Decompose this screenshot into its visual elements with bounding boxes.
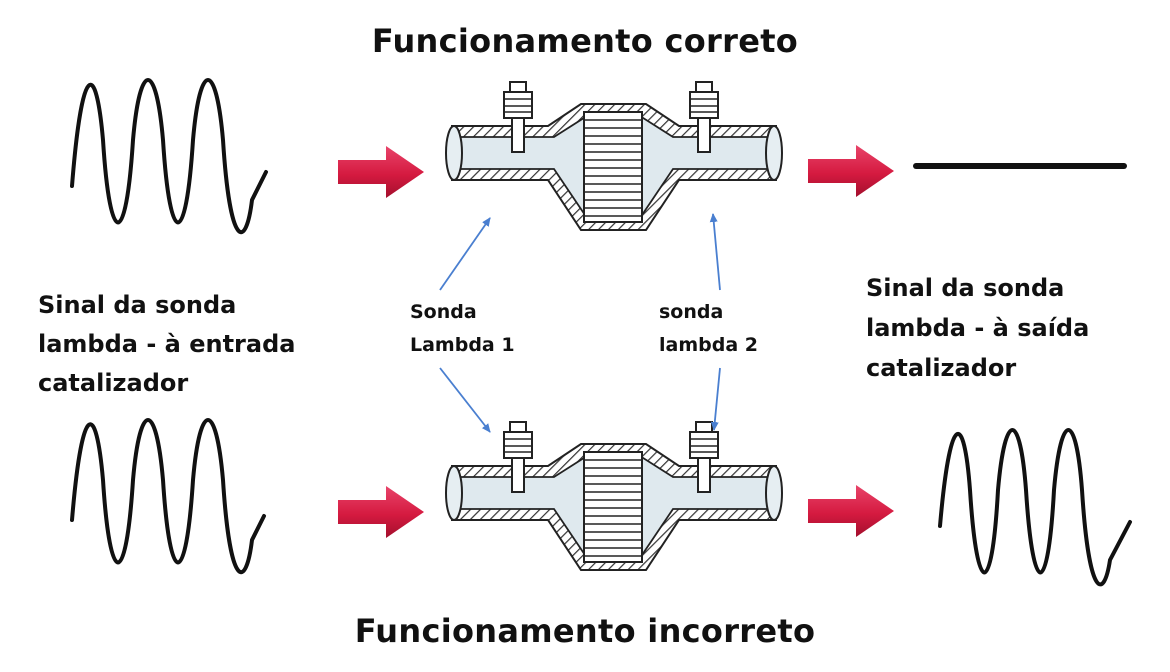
pointer-probe1-bottom: [439, 367, 491, 433]
output-signal-label-line: Sinal da sonda: [866, 274, 1065, 302]
input-signal-wave-bottom: [70, 418, 266, 575]
flow-arrow-top-out: [808, 145, 894, 197]
probe2-label-line: sonda: [659, 301, 724, 323]
pointer-probe2-top: [709, 213, 721, 291]
output-signal-wave-bottom: [938, 428, 1132, 587]
output-signal-label-line: lambda - à saída: [866, 314, 1090, 342]
output-signal-label-line: catalizador: [866, 354, 1017, 382]
catalytic-converter-top: [445, 81, 783, 231]
input-signal-wave-top: [70, 78, 268, 235]
output-signal-label: Sinal da sonda lambda - à saída cataliza…: [866, 268, 1089, 388]
input-signal-label: Sinal da sonda lambda - à entrada catali…: [38, 286, 295, 403]
probe1-label-line: Lambda 1: [410, 334, 515, 356]
pointer-probe2-bottom: [710, 367, 721, 431]
catalytic-converter-bottom: [445, 421, 783, 571]
input-signal-label-line: catalizador: [38, 369, 189, 397]
title-incorrect-operation: Funcionamento incorreto: [354, 612, 816, 650]
input-signal-label-line: lambda - à entrada: [38, 330, 296, 358]
probe2-label-line: lambda 2: [659, 334, 758, 356]
flow-arrow-bottom-in: [338, 486, 424, 538]
title-correct-operation: Funcionamento correto: [371, 22, 799, 60]
flow-arrow-top-in: [338, 146, 424, 198]
probe1-label-line: Sonda: [410, 301, 477, 323]
flow-arrow-bottom-out: [808, 485, 894, 537]
pointer-probe1-top: [439, 217, 491, 291]
input-signal-label-line: Sinal da sonda: [38, 291, 237, 319]
probe1-label: Sonda Lambda 1: [410, 296, 515, 362]
probe2-label: sonda lambda 2: [659, 296, 758, 362]
